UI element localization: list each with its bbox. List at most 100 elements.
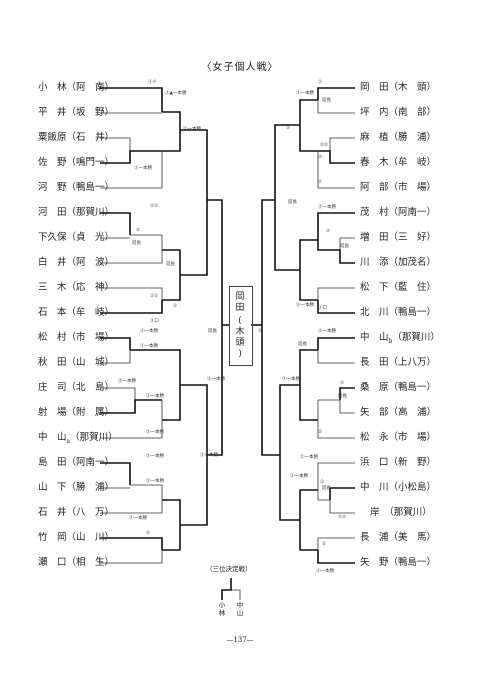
note-l12: ②一本勝 [140,329,158,334]
note-l13: ②一本勝 [140,344,158,349]
line-l18 [100,400,163,439]
note-r6: ② [318,155,323,160]
note-r23: 延長 [322,486,331,491]
line-r13 [274,124,300,271]
right-player-15: 松 永（市 場） [360,432,437,443]
line-r11 [317,300,355,314]
right-player-3: 麻 植（勝 浦） [360,132,437,143]
note-r12: ②一本勝 [296,303,314,308]
right-player-20: 矢 野（鴨島一） [360,557,437,568]
left-player-19: 竹 岡（山 川） [38,532,115,543]
note-l20: ②一本勝 [146,479,164,484]
note-l16: ②一本勝 [146,394,164,399]
line-l16 [100,387,136,400]
line-r19 [299,349,318,421]
note-l5: ②② [150,204,159,209]
left-player-15: 中 山a（那賀川） [38,432,118,445]
note-r5: ②② [320,143,329,148]
line-l3 [100,137,131,151]
note-l4: ②一本勝 [134,166,152,171]
right-player-9: 松 下（藍 住） [360,282,437,293]
right-player-12: 長 田（上八万） [360,357,437,368]
line-l20 [100,462,131,485]
left-player-17: 山 下（勝 浦） [38,482,115,493]
line-r10 [317,287,355,300]
line-l23 [100,537,163,550]
note-r21: ②一本勝 [300,455,318,460]
right-player-5: 阿 部（市 場） [360,182,437,193]
page-number: —137— [226,636,254,644]
left-player-7: 下久保（貞 光） [38,232,115,243]
line-l15 [100,350,131,364]
line-r23 [317,537,355,550]
note-r8: 延長 [288,200,297,205]
note-l11: ②ロ [150,319,159,324]
line-l14 [100,337,131,350]
line-r1 [317,87,355,100]
line-r12 [299,239,318,301]
note-r3: 延長 [322,98,331,103]
left-player-4: 佐 野（鳴門一） [38,157,115,168]
note-l18: ②一本勝 [146,454,164,459]
right-bracket-lines [251,87,355,564]
left-player-12: 秋 田（山 城） [38,357,115,368]
note-l2: ②▲一本勝 [165,91,187,96]
third-place-title: （三位決定戦） [206,565,252,573]
line-r27 [261,199,280,456]
left-player-14: 射 場（附 属） [38,407,115,418]
note-r14: ②一本勝 [318,329,336,334]
left-player-5: 河 野（鴨島一） [38,182,115,193]
champion-name: 岡田 (木頭) [234,292,246,360]
right-player-1: 岡 田（木 頭） [360,82,437,93]
left-bracket-lines [100,87,229,564]
note-r20: ② [318,430,323,435]
note-l10: ②② [150,294,159,299]
line-r4 [318,150,355,164]
line-r20 [317,462,355,475]
line-r14 [317,337,355,350]
right-player-2: 坪 内（南 部） [360,107,437,118]
left-player-9: 三 木（応 神） [38,282,115,293]
note-r25: ②一本勝 [290,474,308,479]
line-r3 [329,137,355,151]
note-l9: ② [173,304,178,309]
line-l11 [100,300,163,314]
champion-box [229,286,253,366]
right-player-19: 長 浦（美 馬） [360,532,437,543]
line-r6 [299,99,318,152]
note-l7: 延長 [132,241,141,246]
line-l10 [100,287,163,300]
left-player-18: 石 井（八 万） [38,507,115,518]
line-l13 [180,129,208,276]
line-r7 [317,212,355,235]
line-r26 [279,384,300,521]
left-player-11: 松 村（市 場） [38,332,115,343]
left-player-3: 粟飯原（石 井） [38,132,115,143]
right-player-18: 岸 （那賀川） [370,507,432,518]
note-r16: ② [258,329,263,334]
note-r11: 延長 [340,244,349,249]
note-r4: ② [286,126,291,131]
note-r26: ②一本勝 [316,569,334,574]
third-player-1: 小林 [218,601,226,617]
left-player-16: 島 田（阿南一） [38,457,115,468]
note-l17: ②一本勝 [146,430,164,435]
line-l27 [207,199,223,456]
left-player-1: 小 林（阿 南） [38,82,115,93]
left-player-10: 石 本（牟 岐） [38,307,115,318]
line-r18 [317,400,355,439]
line-l6 [162,111,181,152]
line-r5 [317,151,355,189]
champion-player: 岡田 [235,292,245,313]
note-r7: ② [318,180,323,185]
note-l3: ②一本勝 [183,127,201,132]
note-r2: ②一本勝 [296,91,314,96]
note-r15: 延長 [298,342,307,347]
note-l15: ②一本勝 [118,379,136,384]
line-l22 [100,484,163,514]
right-player-14: 矢 部（高 浦） [360,407,437,418]
left-player-13: 庄 司（北 島） [38,382,115,393]
right-player-4: 春 木（牟 岐） [360,157,437,168]
right-player-8: 川 添（加茂名） [360,257,437,268]
